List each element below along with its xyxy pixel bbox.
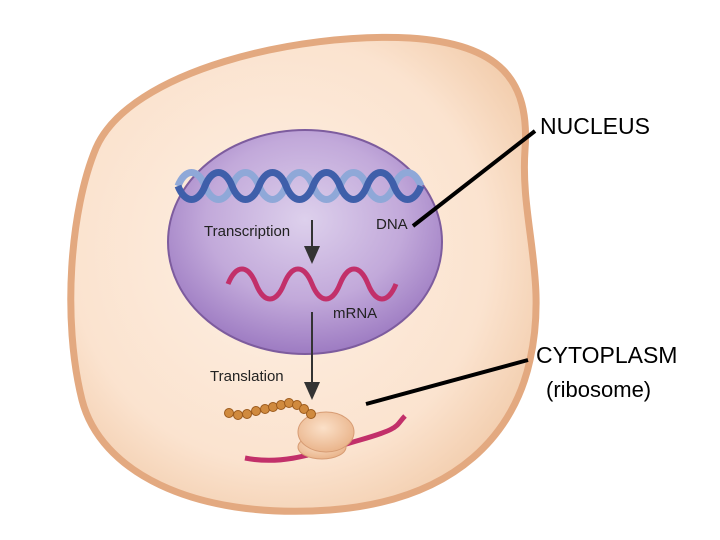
mrna-strand-icon	[225, 266, 399, 302]
nucleus-label: NUCLEUS	[540, 113, 650, 139]
dna-double-helix-icon	[174, 169, 425, 203]
cytoplasm-mrna-strand	[244, 414, 407, 463]
amino-acid-chain-icon	[224, 398, 316, 420]
nucleus	[167, 129, 443, 355]
ribosome-icon	[297, 411, 355, 460]
dna-label: DNA	[376, 216, 408, 233]
cytoplasm-label: CYTOPLASM	[536, 342, 678, 368]
ribosome-label: (ribosome)	[546, 377, 652, 402]
transcription-label: Transcription	[204, 223, 290, 240]
cytoplasm-callout-line	[365, 358, 529, 406]
translation-label: Translation	[210, 368, 284, 385]
mrna-label: mRNA	[333, 305, 377, 322]
nucleus-callout-line	[411, 129, 537, 228]
